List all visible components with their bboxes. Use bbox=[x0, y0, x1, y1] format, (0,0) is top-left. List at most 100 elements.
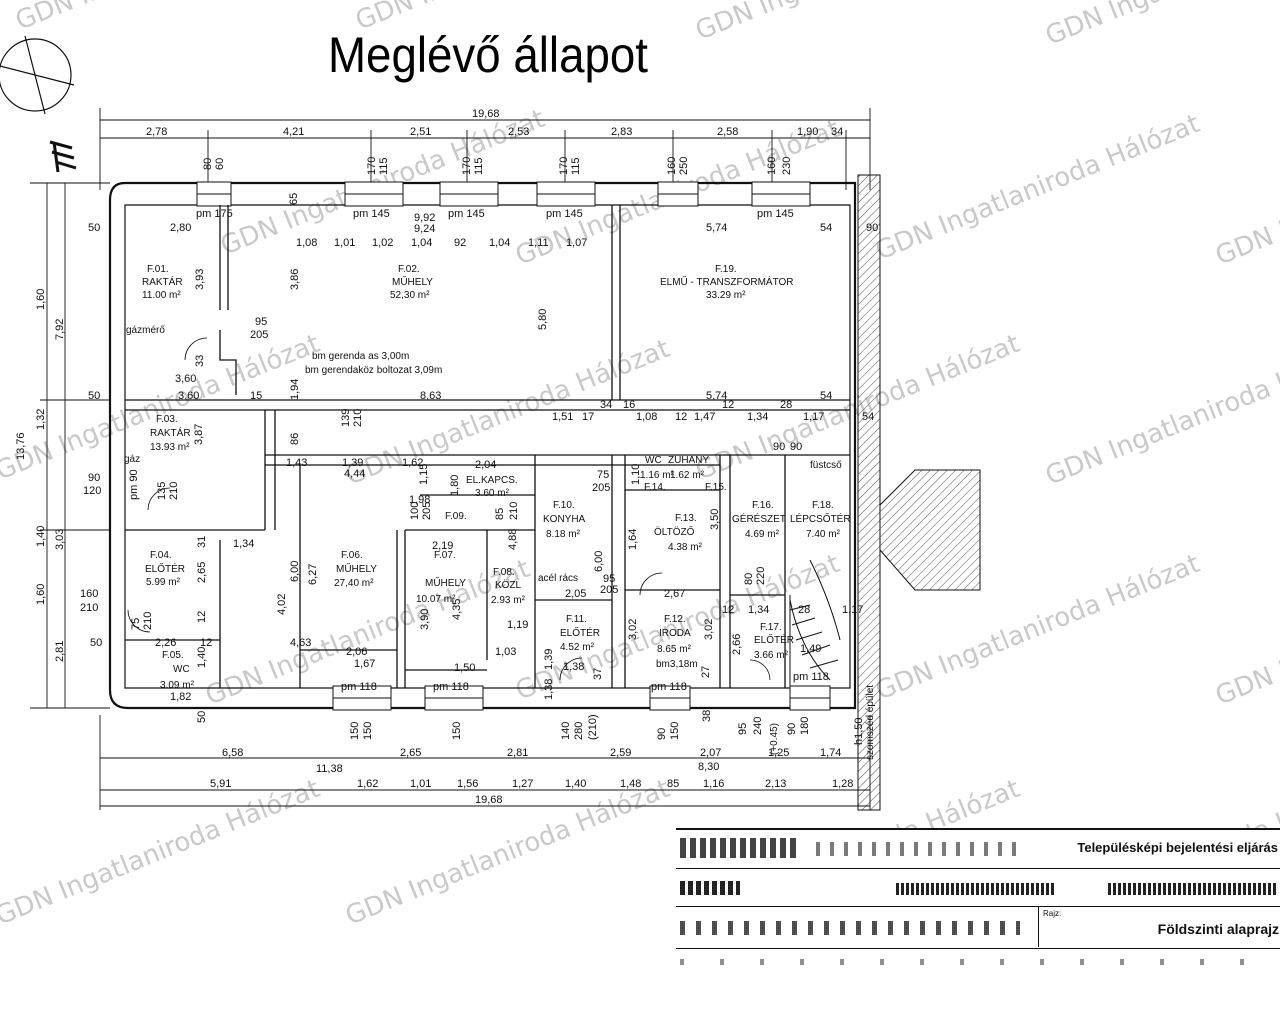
left-dim: 1,60 bbox=[35, 289, 47, 310]
dim-label: 1,08 bbox=[296, 237, 317, 249]
room-area: 27,40 m² bbox=[334, 578, 374, 589]
beam-note: bm gerenda as 3,00m bbox=[312, 351, 409, 362]
dim-label: 95 bbox=[603, 573, 615, 585]
dim-label: 100 bbox=[409, 502, 421, 520]
room-area: 4.38 m² bbox=[668, 542, 703, 553]
room-id: F.03. bbox=[156, 414, 178, 425]
room-name: MŰHELY bbox=[425, 575, 466, 589]
dim-label: 150 bbox=[669, 722, 681, 740]
dim-label: 95 bbox=[255, 316, 267, 328]
dim-label: 1,38 bbox=[563, 661, 584, 673]
top-dimensions bbox=[99, 108, 871, 190]
dim-label: 12 bbox=[722, 399, 734, 411]
window-label: pm 118 bbox=[341, 681, 377, 693]
dim-label: 6,27 bbox=[307, 564, 319, 585]
room-area: 2.93 m² bbox=[491, 595, 526, 606]
bottom-dim: 2,65 bbox=[400, 747, 421, 759]
dim-label: 90 bbox=[88, 472, 100, 484]
title-block: Településképi bejelentési eljárás Rajz: … bbox=[676, 828, 1280, 988]
neighbour-stair-hatch bbox=[879, 469, 981, 591]
dim-label: 210 bbox=[168, 482, 180, 500]
room-id: F.15. bbox=[705, 482, 727, 493]
dim-label: 50 bbox=[88, 390, 100, 402]
window-label: pm 118 bbox=[433, 681, 469, 693]
dim-label: 1,03 bbox=[495, 646, 516, 658]
top-dim: 1,90 bbox=[797, 126, 818, 138]
room-f03: F.03. RAKTÁR 13.93 m² bbox=[150, 414, 191, 453]
bottom-dim: 1,28 bbox=[832, 778, 853, 790]
dim-label: 1,17 bbox=[842, 604, 863, 616]
bottom-dim: 1,27 bbox=[512, 778, 533, 790]
room-id: F.16. bbox=[752, 500, 774, 511]
dim-label: 1,04 bbox=[411, 237, 432, 249]
dim-label: 65 bbox=[288, 193, 300, 205]
dim-label: 34 bbox=[600, 399, 612, 411]
dim-label: 1,08 bbox=[636, 411, 657, 423]
dim-label: 54 bbox=[862, 411, 874, 423]
bottom-dim: 1,62 bbox=[357, 778, 378, 790]
dim-label: 50 bbox=[196, 711, 208, 723]
bottom-dim: 1,74 bbox=[820, 747, 841, 759]
steel-grid-label: acél rács bbox=[538, 573, 578, 584]
room-area: 1.16 m² bbox=[640, 470, 675, 481]
dim-label: 2,19 bbox=[432, 540, 453, 552]
dim-label: 12 bbox=[675, 411, 687, 423]
watermark-text: GDN Ingatlaniroda Hálózat bbox=[0, 774, 324, 932]
room-area: 4.52 m² bbox=[560, 642, 595, 653]
gas-label: gáz bbox=[124, 454, 140, 465]
dim-label: 16 bbox=[623, 399, 635, 411]
room-area: 10.07 m² bbox=[416, 594, 456, 605]
dim-label: 1,38 bbox=[543, 679, 555, 700]
left-dim: 1,60 bbox=[35, 584, 47, 605]
dim-label: 210 bbox=[142, 612, 154, 630]
misc-dimensions: 80 60 65 170 115 170 115 170 115 160 250… bbox=[80, 157, 878, 745]
room-f11: F.11. ELŐTÉR 4.52 m² bbox=[560, 614, 600, 653]
bottom-dim: 1,40 bbox=[565, 778, 586, 790]
dim-label: 90 bbox=[786, 723, 798, 735]
chimney-label: füstcső bbox=[810, 460, 842, 471]
dim-label: 240 bbox=[752, 717, 764, 735]
dim-label: 6,00 bbox=[289, 561, 301, 582]
left-dim: 3,03 bbox=[54, 529, 66, 550]
dim-label: 31 bbox=[196, 536, 208, 548]
title-block-row bbox=[676, 868, 1280, 905]
room-f01: F.01. RAKTÁR 11.00 m² bbox=[142, 264, 183, 301]
dim-label: 2,80 bbox=[170, 222, 191, 234]
bottom-dim: 1,48 bbox=[620, 778, 641, 790]
room-f13: F.13. ÖLTÖZŐ 4.38 m² bbox=[654, 513, 703, 553]
room-name: RAKTÁR bbox=[142, 275, 183, 288]
room-name: RAKTÁR bbox=[150, 426, 191, 439]
dim-label: 1,10 bbox=[630, 464, 642, 485]
dim-label: 1,07 bbox=[566, 237, 587, 249]
redacted-block bbox=[680, 838, 800, 858]
dim-label: 28 bbox=[780, 399, 792, 411]
dim-label: 150 bbox=[451, 722, 463, 740]
dim-label: 90 bbox=[790, 441, 802, 453]
dim-label: 1,49 bbox=[800, 643, 821, 655]
dim-label: 160 bbox=[80, 588, 98, 600]
dim-label: 2,66 bbox=[731, 634, 743, 655]
room-id: F.12. bbox=[664, 614, 686, 625]
room-id: F.13. bbox=[675, 513, 697, 524]
dim-label: 1,82 bbox=[170, 691, 191, 703]
dim-label: 250 bbox=[678, 157, 690, 175]
dim-label: 3,90 bbox=[419, 609, 431, 630]
dim-label: 4,44 bbox=[344, 468, 365, 480]
dim-label: 12 bbox=[200, 637, 212, 649]
room-f15: ZUHANY 1.62 m² F.15. bbox=[668, 455, 727, 493]
dim-label: 90 bbox=[656, 728, 668, 740]
dim-label: 2,04 bbox=[475, 459, 496, 471]
dim-label: 160 bbox=[766, 157, 778, 175]
room-area: 7.40 m² bbox=[806, 529, 841, 540]
left-total-dim: 13,76 bbox=[15, 432, 27, 460]
bottom-dim: 1,25 bbox=[768, 747, 789, 759]
dim-label: 60 bbox=[214, 158, 226, 170]
window-label: pm 145 bbox=[448, 208, 485, 220]
dim-label: 4,35 bbox=[451, 599, 463, 620]
dim-label: 1,15 bbox=[418, 464, 430, 485]
dim-label: 220 bbox=[755, 567, 767, 585]
dim-label: 2,05 bbox=[565, 588, 586, 600]
neighbour-wall-hatch bbox=[857, 174, 881, 811]
dim-label: 210 bbox=[352, 409, 364, 427]
